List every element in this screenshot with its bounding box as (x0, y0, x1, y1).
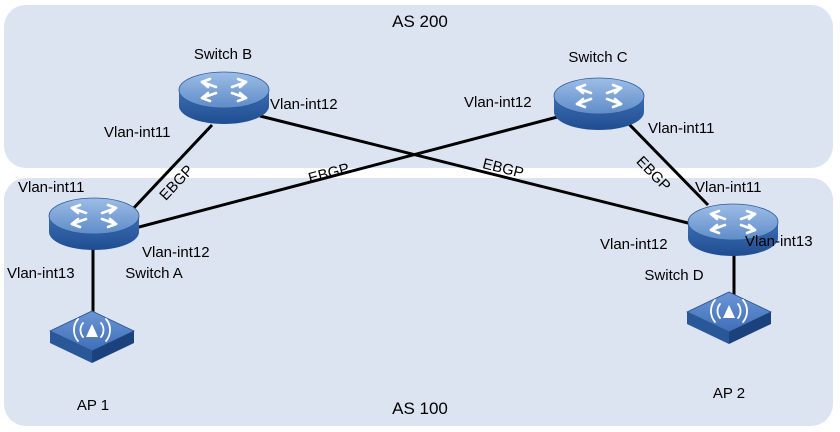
switch-a-vlan11-label: Vlan-int11 (18, 179, 84, 196)
switch-d-label: Switch D (644, 267, 703, 284)
switch-a-vlan13-label: Vlan-int13 (7, 265, 75, 282)
as100-zone (4, 178, 833, 426)
switch-a-icon (47, 196, 141, 252)
as100-label: AS 100 (392, 399, 448, 418)
ap1-label: AP 1 (77, 397, 109, 414)
switch-a-vlan12-label: Vlan-int12 (142, 244, 210, 261)
link-b-d (259, 114, 701, 228)
ap2-label: AP 2 (713, 385, 745, 402)
switch-d-vlan12-label: Vlan-int12 (600, 236, 668, 253)
switch-c-label: Switch C (568, 49, 627, 66)
switch-b-vlan12-label: Vlan-int12 (270, 96, 338, 113)
as200-label: AS 200 (392, 12, 448, 31)
link-a-c (119, 113, 566, 234)
switch-b-vlan11-label: Vlan-int11 (104, 124, 170, 141)
switch-c-vlan12-label: Vlan-int12 (464, 94, 532, 111)
switch-c-icon (552, 76, 646, 132)
switch-b-label: Switch B (194, 46, 252, 63)
link-c-d (623, 118, 710, 207)
link-a-b (128, 123, 214, 214)
switch-a-label: Switch A (125, 265, 183, 282)
switch-d-vlan13-label: Vlan-int13 (745, 233, 813, 250)
switch-d-vlan11-label: Vlan-int11 (695, 179, 761, 196)
switch-b-icon (177, 70, 271, 126)
switch-c-vlan11-label: Vlan-int11 (648, 120, 714, 137)
